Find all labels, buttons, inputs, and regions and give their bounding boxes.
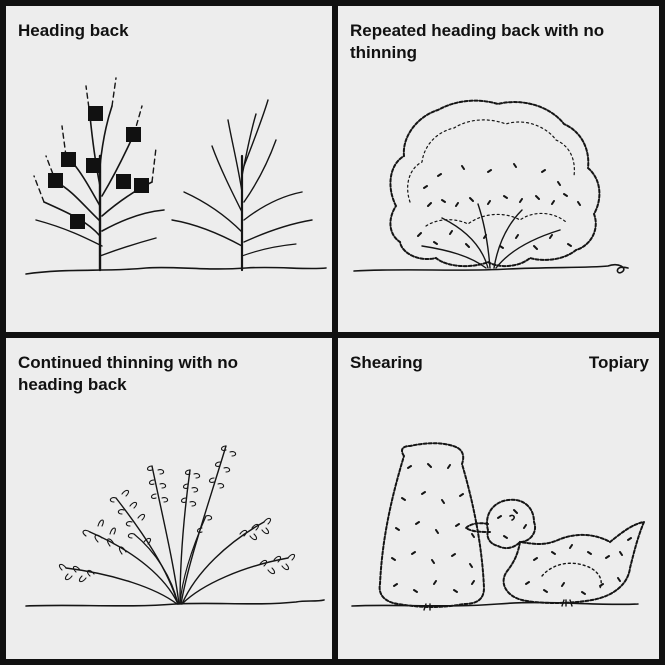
panel-continued-thinning: Continued thinning with no heading back	[6, 338, 332, 659]
heading-back-illustration	[6, 6, 332, 332]
open-shrub-illustration	[6, 338, 332, 659]
tree-before-cut	[34, 78, 164, 270]
cut-marker	[116, 174, 131, 189]
panel-heading-back: Heading back	[6, 6, 332, 332]
tree-after-cut	[172, 100, 312, 270]
duck-topiary	[466, 500, 644, 606]
cut-marker	[126, 127, 141, 142]
cut-marker	[88, 106, 103, 121]
cut-marker	[61, 152, 76, 167]
ground-line	[26, 267, 326, 274]
panel-repeated-heading-back: Repeated heading back with no thinning	[338, 6, 659, 332]
shrub-canopy	[390, 101, 599, 268]
cut-marker	[48, 173, 63, 188]
shrub-leaves	[59, 446, 294, 582]
ground-line	[354, 265, 628, 273]
shearing-topiary-illustration	[338, 338, 659, 659]
cut-marker	[86, 158, 101, 173]
panel-shearing-topiary: Shearing Topiary	[338, 338, 659, 659]
cut-marker	[70, 214, 85, 229]
dense-shrub-illustration	[338, 6, 659, 332]
cut-marker	[134, 178, 149, 193]
